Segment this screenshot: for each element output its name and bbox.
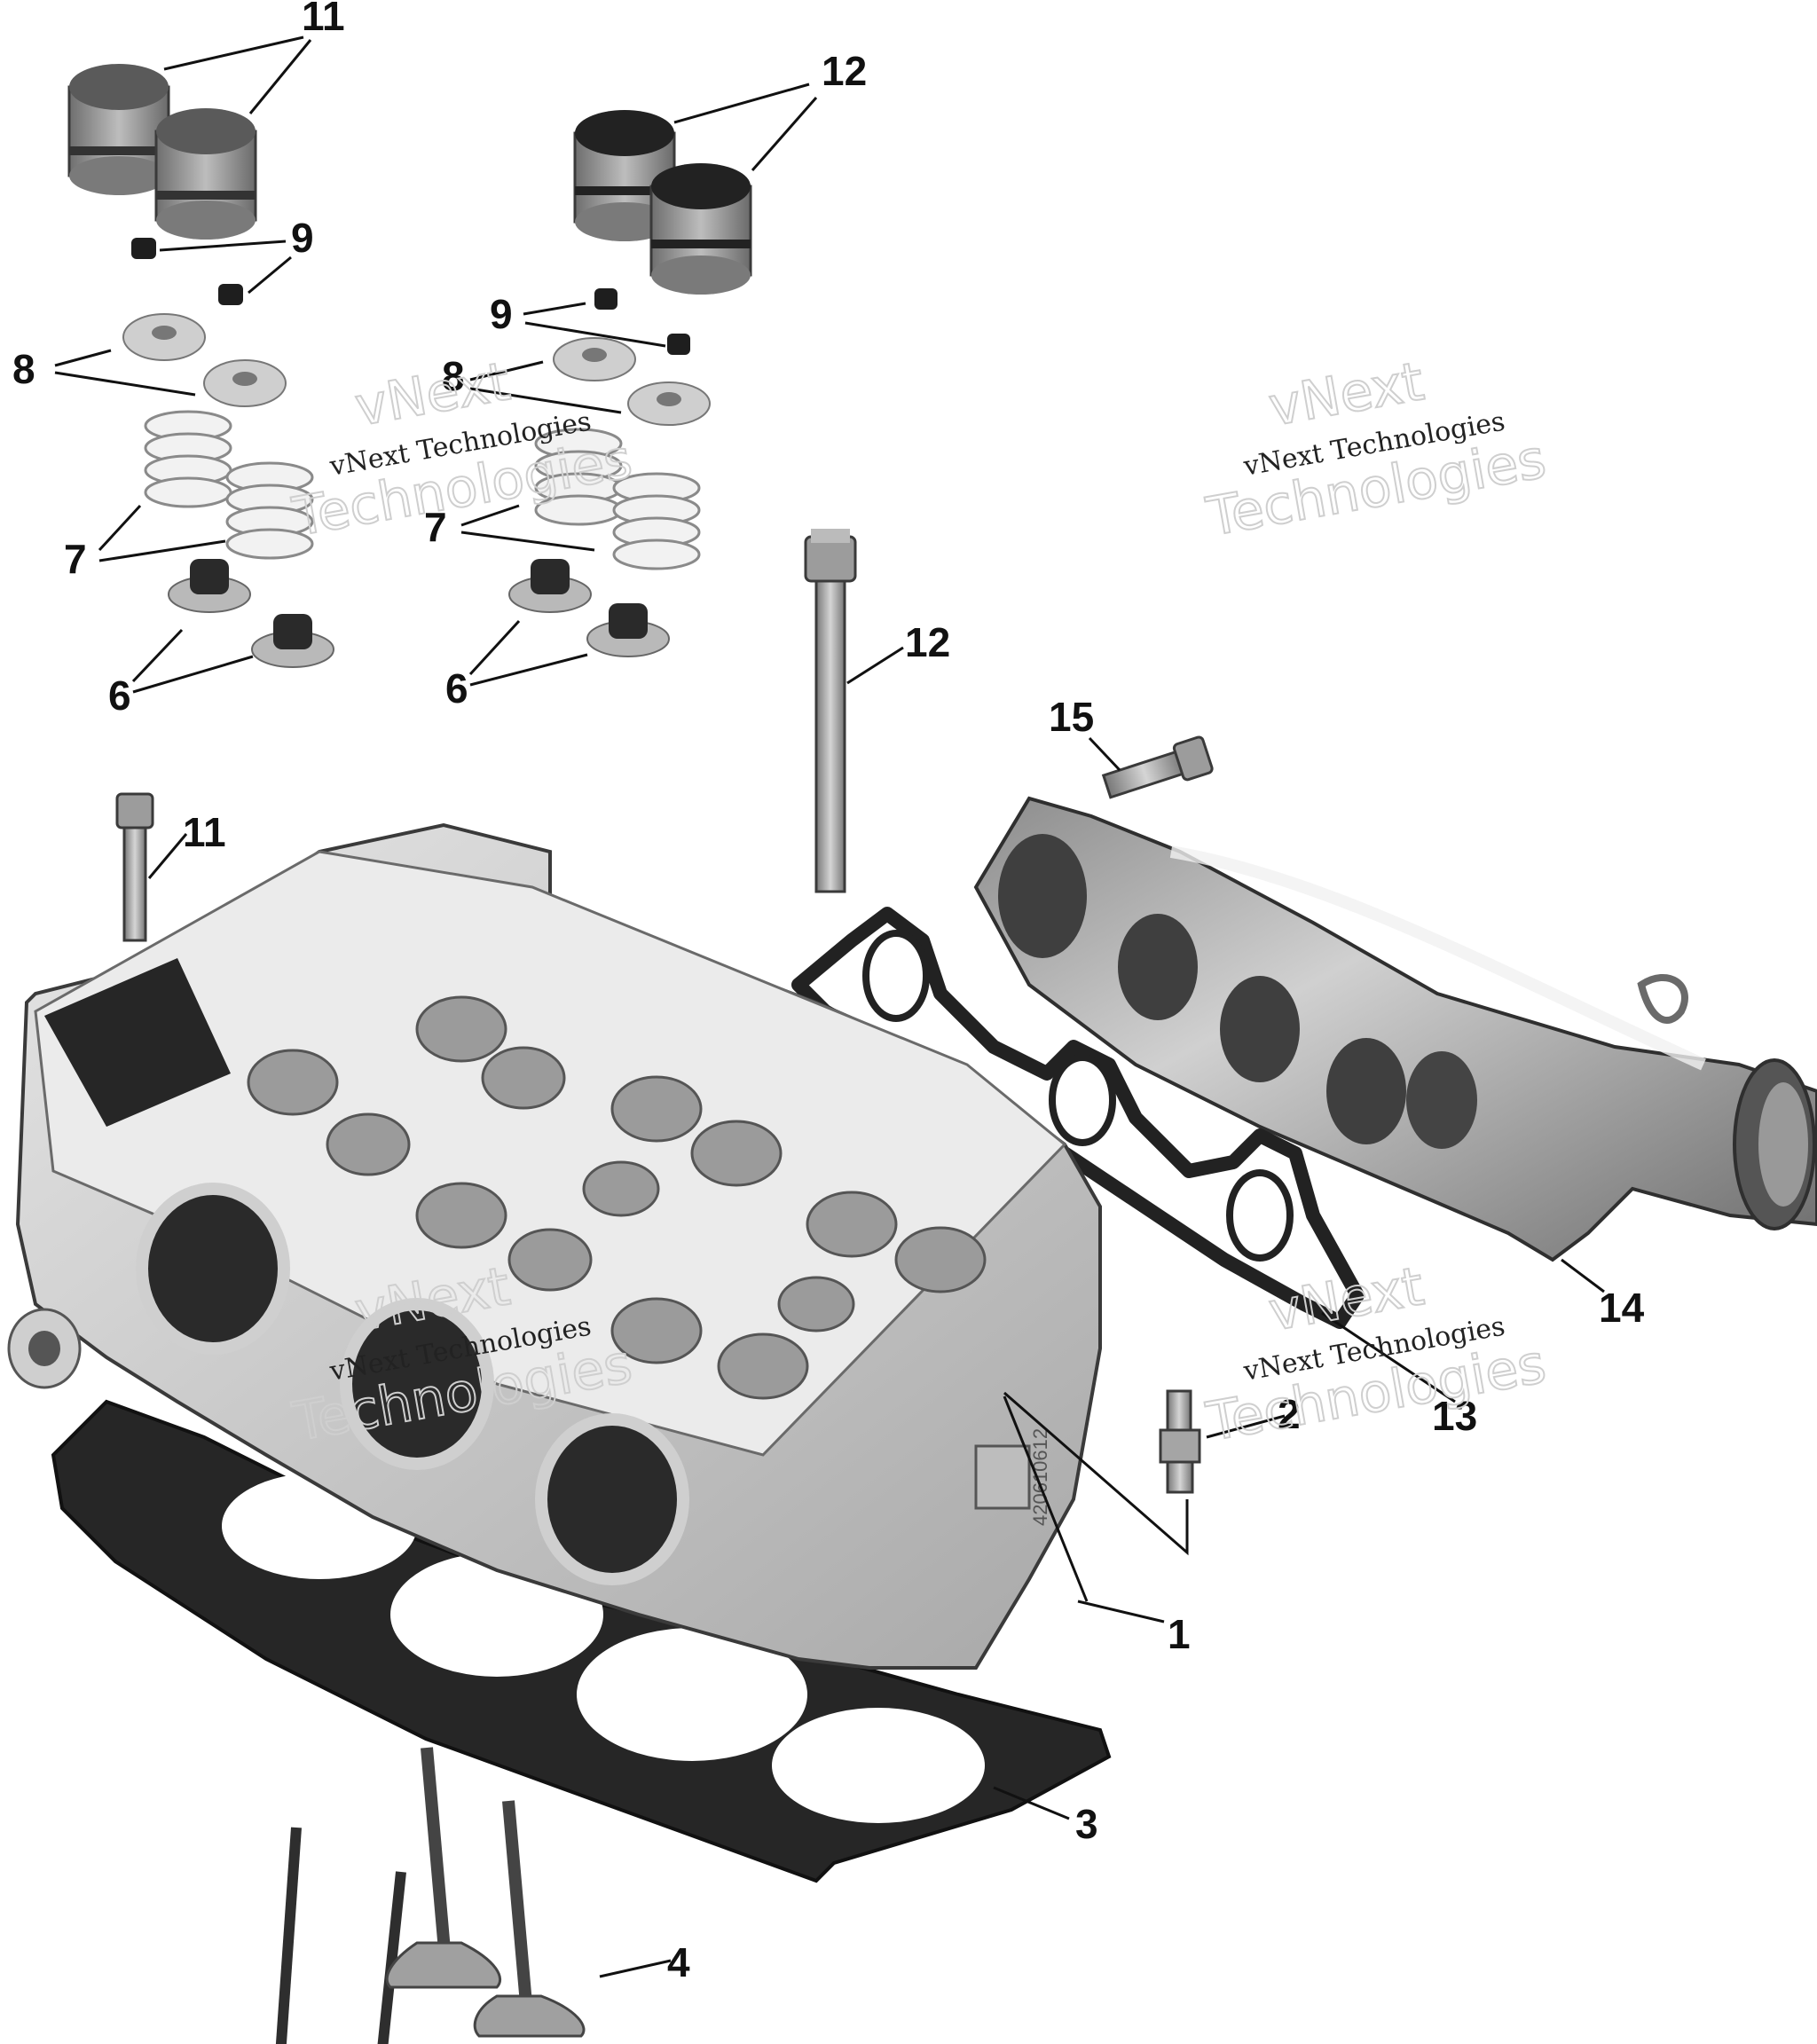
- valve-stem-seals: [168, 559, 670, 668]
- exhaust-manifold-gasket: [791, 907, 1365, 1329]
- intake-ports: [136, 1183, 689, 1585]
- valve-keys: [131, 238, 690, 355]
- callout-6-left: 6: [108, 672, 131, 719]
- cylinder-head: 420610612: [7, 822, 1102, 1670]
- spring-retainers: [122, 313, 711, 426]
- valve-springs: [144, 410, 701, 570]
- callout-10-left: 11: [302, 0, 345, 39]
- valve-spring: [612, 472, 701, 570]
- watermark: vNext vNext Technologies Technologies: [1201, 350, 1552, 550]
- cylinder-head-bolt-long: [804, 529, 857, 893]
- manifold-bolt: [1101, 735, 1214, 799]
- valves: [275, 1747, 586, 2044]
- callout-2: 2: [1278, 1391, 1301, 1437]
- callout-9-right: 9: [490, 291, 513, 337]
- exhaust-manifold: [973, 796, 1817, 1262]
- callout-10-right: 12: [822, 48, 867, 94]
- leader-lines: [54, 35, 1605, 1978]
- callout-11: 11: [183, 809, 226, 855]
- valve-spring: [144, 410, 232, 508]
- callout-1: 1: [1168, 1611, 1191, 1657]
- tappet-group-right: [573, 110, 752, 295]
- callout-7-left: 7: [64, 536, 87, 582]
- casting-mark: 420610612: [1029, 1428, 1051, 1526]
- cylinder-head-bolt-short: [115, 792, 154, 942]
- callout-numbers: 11 12 9 9 8 8 7 7 6 6 11 12 15 14 13 2 1…: [12, 0, 1645, 1985]
- callout-9-left: 9: [291, 215, 314, 261]
- callout-14: 14: [1599, 1285, 1645, 1331]
- temperature-sensor: [1159, 1389, 1201, 1494]
- callout-8-left: 8: [12, 346, 35, 392]
- callout-3: 3: [1075, 1801, 1098, 1847]
- callout-12: 12: [905, 619, 950, 665]
- tappet-group-left: [67, 64, 257, 240]
- callout-13: 13: [1432, 1393, 1477, 1439]
- watermark: vNext vNext Technologies Technologies: [1201, 1254, 1552, 1455]
- valve: [473, 1800, 586, 2038]
- valve-bores: [247, 995, 987, 1400]
- valve: [385, 1747, 502, 1989]
- callout-8-right: 8: [442, 353, 465, 399]
- callout-6-right: 6: [445, 665, 468, 711]
- callout-7-right: 7: [424, 504, 447, 550]
- tappet: [154, 108, 257, 240]
- tappet: [649, 163, 752, 295]
- tappet: [67, 64, 170, 195]
- valve-spring: [534, 428, 623, 526]
- valve-spring: [225, 461, 314, 560]
- callout-4: 4: [667, 1939, 690, 1985]
- callout-15: 15: [1049, 694, 1094, 740]
